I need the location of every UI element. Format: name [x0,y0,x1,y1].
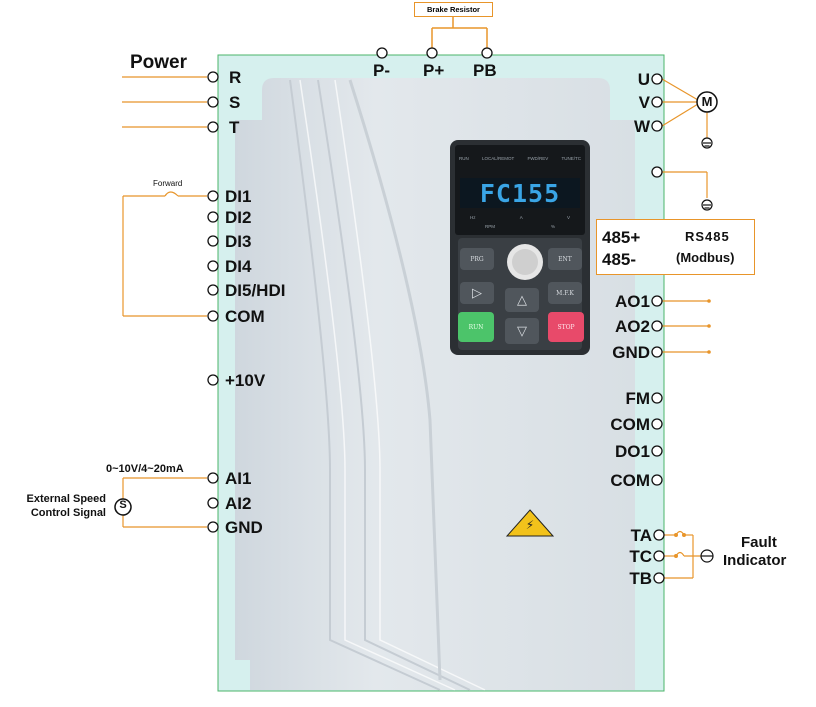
status-run: RUN [459,156,469,161]
status-local-remote: LOCAL/REMOT [481,156,515,161]
down-button[interactable]: ▽ [505,318,539,344]
brake-resistor-label: Brake Resistor [414,2,493,17]
analog-range-label: 0~10V/4~20mA [106,463,184,475]
indicator-label: Indicator [723,552,787,569]
terminal-label-com-di: COM [225,307,265,326]
relay-contact-dots [674,533,686,558]
earth-wiring [662,171,708,198]
fault-label: Fault [741,534,777,551]
rs485-box [596,219,755,275]
terminal-label-pb: PB [473,61,497,80]
terminal-label-gnd-ao: GND [612,343,650,362]
modbus-label: (Modbus) [676,250,735,265]
mfk-button[interactable]: M.F.K [548,282,582,304]
power-title: Power [130,52,188,73]
power-wires [122,76,207,128]
run-button[interactable]: RUN [458,312,494,342]
terminal-label-t: T [229,118,240,137]
brake-wiring [431,16,488,48]
unit-hz: Hz [470,215,476,220]
terminal-label-di3: DI3 [225,232,252,251]
terminal-label-com-do-2: COM [610,471,650,490]
speed-signal-label-1: External Speed [26,493,106,505]
status-fwd-rev: FWD/REV [527,156,549,161]
terminal-label-di4: DI4 [225,257,252,276]
terminal-label-di5-hdi: DI5/HDI [225,281,286,300]
terminal-label-p-minus: P- [373,61,390,80]
signal-source-symbol: S [119,499,127,511]
terminal-label-p-plus: P+ [423,61,445,80]
unit-percent: % [550,224,555,229]
terminal-label-di2: DI2 [225,208,252,227]
warning-triangle-icon [505,509,555,537]
forward-switch-label: Forward [153,179,183,188]
keypad-status-row: RUN LOCAL/REMOT FWD/REV TUNE/TC [459,156,581,162]
terminal-label-ao1: AO1 [615,292,650,311]
ground-icon [701,137,713,149]
high-voltage-icon: ⚡ [525,518,535,532]
terminal-label-u: U [637,70,650,89]
unit-rpm: RPM [485,224,495,229]
ent-button[interactable]: ENT [548,248,582,270]
terminal-label-w: W [633,117,650,136]
terminal-label-10v: +10V [225,371,266,390]
terminal-label-gnd-ai: GND [225,518,263,537]
shift-button[interactable]: ▷ [460,282,494,304]
analog-output-wiring [662,300,708,353]
terminal-label-ai1: AI1 [225,469,252,488]
motor-symbol: M [701,94,713,109]
keypad-unit-row: Hz A V [470,215,570,221]
terminal-label-485-plus: 485+ [602,228,641,247]
speed-signal-label-2: Control Signal [30,507,106,519]
unit-v: V [566,215,570,220]
terminal-label-tc: TC [629,547,652,566]
terminal-label-di1: DI1 [225,187,252,206]
forward-switch-wiring [122,191,207,317]
keypad-unit-row-2: RPM % [485,224,555,230]
terminal-label-ta: TA [630,526,652,545]
ground-icon [701,199,713,211]
terminal-label-fm: FM [625,389,650,408]
keypad-display: FC155 [479,179,561,208]
terminal-label-ao2: AO2 [615,317,650,336]
terminal-label-v: V [638,93,650,112]
terminal-label-485-minus: 485- [602,250,637,269]
terminal-label-tb: TB [629,569,652,588]
unit-a: A [519,215,523,220]
signal-source-icon [114,498,132,516]
prg-button[interactable]: PRG [460,248,494,270]
motor-wiring [661,78,708,138]
status-tune: TUNE/TC [561,156,581,161]
fault-lamp-icon [700,549,714,563]
terminal-label-r: R [229,68,242,87]
relay-wiring [664,530,701,579]
motor-icon [696,91,718,113]
rs485-label: RS485 [685,229,730,244]
terminal-label-ai2: AI2 [225,494,252,513]
output-endpoints [707,299,711,354]
stop-button[interactable]: STOP [548,312,584,342]
terminal-label-do1: DO1 [615,442,650,461]
analog-input-wiring [122,477,207,528]
terminal-label-com-do-1: COM [610,415,650,434]
up-button[interactable]: △ [505,288,539,312]
terminal-label-s: S [229,93,241,112]
